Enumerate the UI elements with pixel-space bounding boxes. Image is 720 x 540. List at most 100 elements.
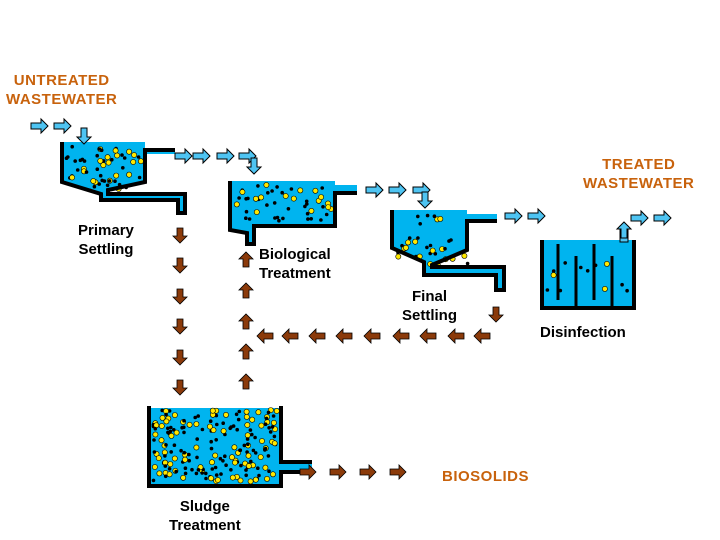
sludge-particle <box>159 414 166 421</box>
final-bottom-particle <box>443 246 447 251</box>
primary-particle <box>126 171 133 178</box>
sludge-particle <box>187 458 191 463</box>
sludge-particle <box>272 434 277 439</box>
sludge-particle <box>237 477 244 484</box>
sludge-particle <box>234 412 239 417</box>
final-bottom-particle <box>428 243 433 248</box>
sludge-particle <box>182 450 187 455</box>
final-bottom-particle <box>402 244 409 251</box>
sludge-particle <box>167 467 172 471</box>
biological-particle <box>280 190 285 195</box>
primary-bottom-particle <box>97 182 101 186</box>
sludge-particle <box>163 454 167 458</box>
final-top-particle <box>425 213 430 218</box>
primary-particle <box>73 159 77 163</box>
brown-arrow-right-icon <box>389 464 407 480</box>
brown-arrow-down-icon <box>172 379 188 396</box>
final-bottom-particle <box>449 238 453 242</box>
sludge-particle <box>156 470 163 477</box>
biological-particle <box>258 194 264 201</box>
biological-particle <box>273 216 277 220</box>
sludge-particle <box>152 431 159 438</box>
blue-arrow-down-icon <box>245 157 263 175</box>
brown-arrow-right-icon <box>359 464 377 480</box>
sludge-particle <box>245 452 252 459</box>
sludge-particle <box>223 411 229 418</box>
blue-arrow-down-icon <box>75 127 93 145</box>
blue-arrow-up-icon <box>615 221 633 239</box>
sludge-particle <box>182 430 186 435</box>
biological-particle <box>282 193 289 199</box>
sludge-particle <box>239 463 243 468</box>
sludge-particle <box>155 455 162 461</box>
primary-particle <box>84 170 89 174</box>
final-bottom-particle <box>429 247 436 254</box>
sludge-particle <box>244 473 248 478</box>
final-settling-tank-water <box>392 210 504 290</box>
sludge-particle <box>224 463 228 468</box>
sludge-particle <box>271 440 278 447</box>
primary-particle <box>110 157 114 162</box>
brown-arrow-left-icon <box>256 328 274 344</box>
blue-arrow-right-icon <box>527 207 546 225</box>
final-line-1: Final <box>411 288 447 305</box>
biological-particle <box>256 184 260 188</box>
sludge-particle <box>219 472 223 476</box>
sludge-particle <box>209 459 215 466</box>
sludge-particle <box>173 429 180 436</box>
final-line-2: Settling <box>402 307 457 324</box>
sludge-particle <box>204 471 208 476</box>
sludge-particle <box>270 471 276 478</box>
sludge-particle <box>223 454 227 459</box>
sludge-particle <box>247 478 254 485</box>
brown-arrow-right-icon <box>299 464 317 480</box>
biological-particle <box>286 207 291 211</box>
brown-arrow-up-icon <box>238 343 254 360</box>
biological-particle <box>266 191 270 195</box>
brown-arrow-down-icon <box>172 257 188 274</box>
final-bottom-particle <box>465 261 470 266</box>
biological-line-2: Treatment <box>259 265 331 282</box>
sludge-particle <box>183 466 188 471</box>
sludge-particle <box>193 421 200 427</box>
sludge-particle <box>194 471 199 476</box>
disinfection-particle <box>602 285 608 292</box>
disinfection-particle <box>620 282 624 287</box>
sludge-particle <box>232 459 238 466</box>
brown-arrow-left-icon <box>335 328 353 344</box>
biological-particle <box>263 182 270 188</box>
biological-particle <box>246 196 250 201</box>
biological-particle <box>305 202 309 206</box>
biological-particle <box>308 207 315 214</box>
sludge-particle <box>251 448 256 453</box>
primary-particle <box>126 148 133 155</box>
sludge-particle <box>221 459 225 463</box>
primary-particle <box>131 152 137 158</box>
biological-treatment-tank-outline <box>228 181 357 246</box>
sludge-particle <box>163 464 168 468</box>
disinfection-particle <box>579 265 583 270</box>
primary-particle <box>113 172 120 179</box>
sludge-particle <box>221 421 225 426</box>
sludge-particle <box>264 416 269 421</box>
sludge-particle <box>160 408 164 413</box>
disinfection-particle <box>545 288 550 292</box>
sludge-particle <box>193 415 197 420</box>
disinfection-particle <box>625 288 629 293</box>
sludge-particle <box>214 438 218 442</box>
sludge-arrows <box>172 227 504 480</box>
sludge-particle <box>171 412 178 418</box>
sludge-particle <box>169 450 173 454</box>
primary-particle <box>69 174 75 181</box>
final-settling-label: Final Settling <box>402 287 457 325</box>
treated-line-1: TREATED <box>602 156 676 173</box>
sludge-particle <box>166 471 173 478</box>
sludge-particle <box>163 474 168 479</box>
biological-particle <box>320 186 325 190</box>
sludge-particle <box>263 446 268 451</box>
biological-particle <box>265 203 269 207</box>
primary-particle <box>95 167 100 171</box>
sludge-particle <box>158 423 165 429</box>
biological-particle <box>290 195 297 202</box>
